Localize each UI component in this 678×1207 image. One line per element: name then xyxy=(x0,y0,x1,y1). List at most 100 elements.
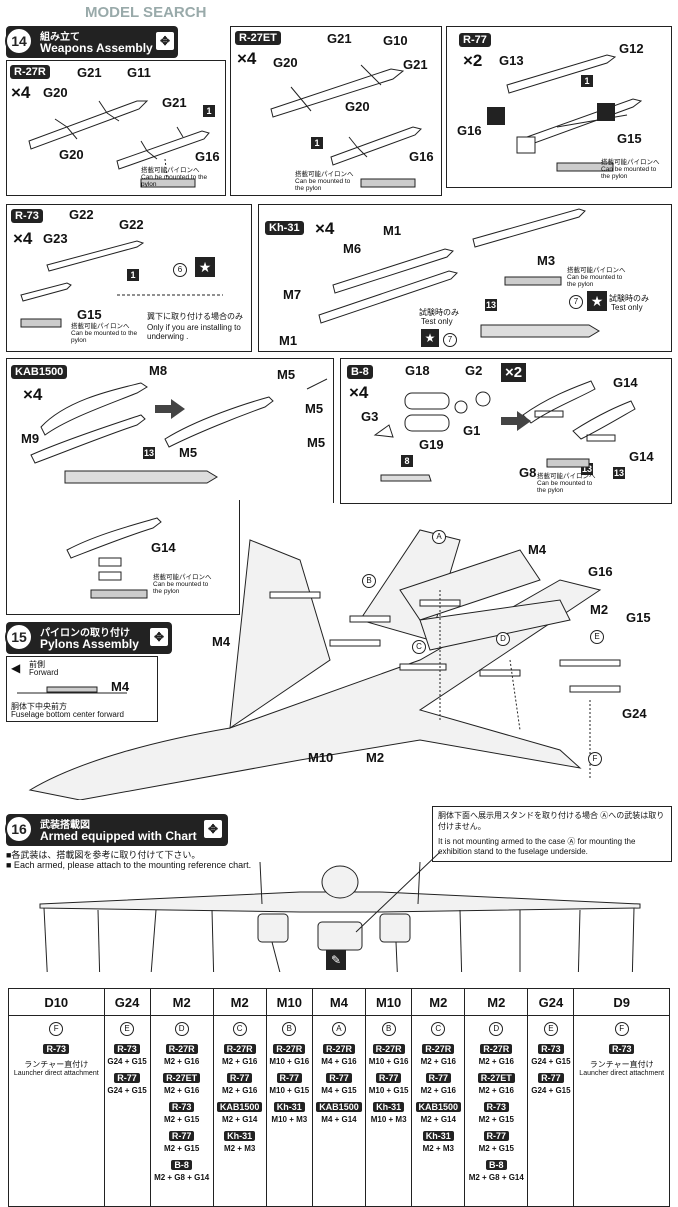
chart-pylon-header: M2 xyxy=(149,988,214,1016)
chart-position-badge: B xyxy=(381,1022,396,1036)
fuselage-jp: 胴体下中央前方 xyxy=(11,702,67,711)
forward-inset: 前側 Forward ◀ M4 胴体下中央前方 Fuselage bottom … xyxy=(6,656,158,722)
part-label: G15 xyxy=(77,307,102,322)
part-label: G21 xyxy=(162,95,187,110)
chart-pylon-header: M10 xyxy=(265,988,314,1016)
part-label: G22 xyxy=(69,207,94,222)
part-label: G11 xyxy=(127,65,151,80)
chart-entry: R-73 xyxy=(575,1039,668,1057)
part-label: M4 xyxy=(111,679,130,694)
chart-pylon-header: G24 xyxy=(527,988,575,1016)
chart-weapon-parts: M2 + G14 xyxy=(221,1115,258,1124)
arrows-icon: ✥ xyxy=(204,820,222,838)
bomb-drawing xyxy=(66,517,162,599)
part-label: M10 xyxy=(308,750,334,765)
chart-weapon-name: R-77 xyxy=(168,1131,195,1141)
chart-pylon-header: M4 xyxy=(312,988,366,1016)
chart-pylon-header: M2 xyxy=(212,988,267,1016)
part-label: M4 xyxy=(528,542,547,557)
step-ref-number: 1 xyxy=(203,105,215,117)
part-label: G21 xyxy=(77,65,102,80)
part-label: G14 xyxy=(629,449,654,464)
part-label: G15 xyxy=(626,610,651,625)
step16-header: 16 武装搭載図 Armed equipped with Chart ✥ xyxy=(5,814,228,846)
chart-weapon-parts: M10 + G15 xyxy=(269,1086,310,1095)
mount-text-jp: 搭載可能パイロンへ xyxy=(71,323,130,330)
part-label: G15 xyxy=(617,131,642,146)
chart-position-badge: E xyxy=(120,1022,135,1036)
chart-weapon-parts: M2 + G16 xyxy=(221,1057,258,1066)
aircraft-underside-drawing xyxy=(28,529,621,800)
mount-text-en: Can be mounted to the pylon xyxy=(295,178,351,192)
panel-b8: B-8 ×4 ×2 G18 G2 G3 G19 G1 G14 G14 G8 8 … xyxy=(340,358,672,504)
chart-weapon-parts: M10 + M3 xyxy=(271,1115,308,1124)
panel-qty: ×4 xyxy=(349,383,369,402)
chart-weapon-name: Kh-31 xyxy=(373,1102,405,1112)
part-label: G14 xyxy=(613,375,638,390)
chart-weapon-parts: M4 + G14 xyxy=(321,1115,357,1124)
part-label: G19 xyxy=(419,437,444,452)
chart-weapon-parts: M2 + M3 xyxy=(422,1144,454,1153)
circle-ref-number: 7 xyxy=(569,295,583,309)
chart-pylon-header: M10 xyxy=(364,988,413,1016)
panel-tag: R-77 xyxy=(459,33,491,47)
panel-qty: ×4 xyxy=(23,385,43,404)
chart-weapon-name: R-73 xyxy=(538,1044,564,1054)
arrows-icon: ✥ xyxy=(150,628,168,646)
chart-pylon-header: D10 xyxy=(8,988,105,1016)
chart-weapon-parts: M2 + G16 xyxy=(420,1057,456,1066)
fuselage-drawing xyxy=(17,686,127,694)
step-ref-number: 13 xyxy=(143,447,155,459)
chart-weapon-name: R-27R xyxy=(372,1044,405,1054)
step16-note-en: ■ Each armed, please attach to the mount… xyxy=(6,860,252,870)
star-icon: ★ xyxy=(195,257,215,277)
chart-weapon-parts: M4 + G15 xyxy=(321,1086,357,1095)
chart-extra-en: Launcher direct attachment xyxy=(13,1070,99,1077)
chart-weapon-name: KAB1500 xyxy=(216,1102,263,1112)
chart-weapon-name: R-27R xyxy=(223,1044,256,1054)
chart-pylon-header: M2 xyxy=(464,988,529,1016)
part-label: G20 xyxy=(345,99,370,114)
chart-extra-jp: ランチャー直付け xyxy=(589,1060,654,1069)
panel-qty-box: ×2 xyxy=(501,363,527,382)
chart-position-badge: C xyxy=(232,1022,247,1036)
missile-drawing xyxy=(487,54,643,172)
part-label: G1 xyxy=(463,423,481,438)
part-label: G8 xyxy=(519,465,537,480)
chart-position-badge: B xyxy=(282,1022,297,1036)
mount-text-jp: 搭載可能パイロンへ xyxy=(295,171,354,178)
panel-r77: R-77 ×2 G12 G13 G16 G15 1 搭載可能パイロンへ Can … xyxy=(446,26,672,188)
chart-weapon-parts: M2 + G15 xyxy=(163,1144,200,1153)
panel-r27r: R-27R ×4 G21 G11 G20 G21 G20 G16 1 搭載可能パ… xyxy=(6,60,226,196)
part-label: M5 xyxy=(305,401,324,416)
panel-r27et: R-27ET ×4 G21 G10 G20 G21 G20 G16 1 搭載可能… xyxy=(230,26,442,196)
part-label: M8 xyxy=(149,363,168,378)
part-label: G16 xyxy=(457,123,482,138)
missile-drawing xyxy=(270,64,422,188)
step16-number: 16 xyxy=(5,815,33,843)
part-label: G2 xyxy=(465,363,483,378)
chart-weapon-parts: M2 + G16 xyxy=(163,1086,200,1095)
part-label: G20 xyxy=(59,147,84,162)
part-label: G16 xyxy=(195,149,220,164)
chart-weapon-name: R-73 xyxy=(483,1102,510,1112)
chart-weapon-parts: M2 + G16 xyxy=(221,1086,258,1095)
panel-tag: R-27ET xyxy=(235,31,281,45)
part-label: G16 xyxy=(588,564,613,579)
missile-drawing xyxy=(20,240,223,328)
pylon-position-c: C xyxy=(412,640,426,654)
chart-weapon-name: R-77 xyxy=(276,1073,303,1083)
part-label: M4 xyxy=(212,634,231,649)
